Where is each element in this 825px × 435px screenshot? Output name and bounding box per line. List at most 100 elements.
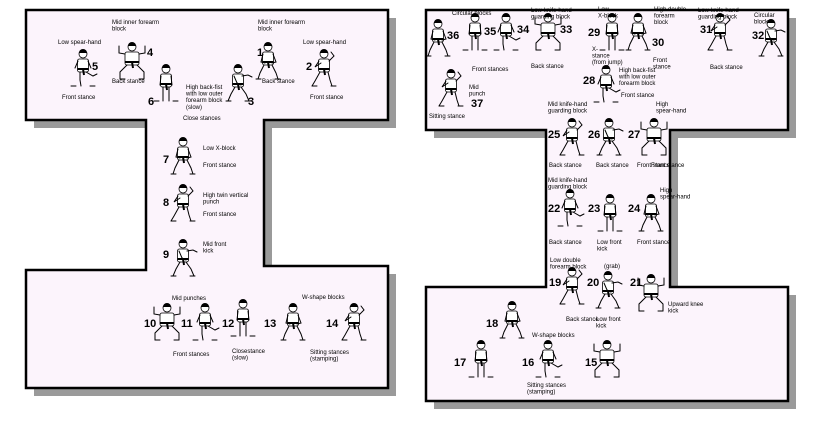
figure-belt-tail xyxy=(475,33,476,39)
move-number-36: 36 xyxy=(447,30,459,42)
left-panel: 1Mid inner forearmblock2Low spear-hand3H… xyxy=(26,10,396,396)
move-label-33-line: Low knife-hand xyxy=(531,8,572,14)
stance-label: Front stances xyxy=(472,67,508,73)
figure-belt-tail xyxy=(268,62,269,68)
move-number-34: 34 xyxy=(517,24,530,36)
right-panel: 1516W-shape blocks171819Low doubleforear… xyxy=(426,7,796,409)
move-label-24-line: High xyxy=(660,188,672,194)
stance-label-line: Back stance xyxy=(549,240,582,246)
figure-belt-tail xyxy=(570,209,571,215)
figure-belt-tail xyxy=(481,360,482,366)
stance-label: Front stance xyxy=(621,93,655,99)
stance-label-line: Front stance xyxy=(203,163,237,169)
stance-label: Front stance xyxy=(637,240,671,246)
figure-belt-tail xyxy=(638,33,639,39)
figure-belt-tail xyxy=(238,84,239,90)
move-number-23-line: 23 xyxy=(588,203,600,215)
move-label-8-line: punch xyxy=(203,200,219,206)
move-label-5-line: Low spear-hand xyxy=(58,40,101,46)
move-label-3-line: (slow) xyxy=(186,105,202,111)
move-number-33-line: 33 xyxy=(560,24,572,36)
stance-label-line: Front stances xyxy=(173,352,209,358)
stance-label-line: Back stance xyxy=(596,163,629,169)
stance-label-line: Low front xyxy=(596,317,621,323)
move-number-24-line: 24 xyxy=(628,203,641,215)
move-number-18: 18 xyxy=(486,318,498,330)
move-label-28: High back-fistwith low outerforearm bloc… xyxy=(618,68,656,87)
stance-label: Back stance xyxy=(710,65,743,71)
figure-belt-tail xyxy=(183,157,184,163)
move-number-13: 13 xyxy=(264,318,276,330)
move-number-27: 27 xyxy=(628,129,640,141)
move-number-12-line: 12 xyxy=(222,318,234,330)
stance-label: Front stance xyxy=(62,95,96,101)
figure-belt-tail xyxy=(720,33,721,39)
move-label-1-line: block xyxy=(258,27,273,33)
stance-label-line: Front stance xyxy=(62,95,96,101)
stance-label-line: kick xyxy=(596,324,607,330)
stance-label: Back stance xyxy=(262,79,295,85)
move-number-1-line: 1 xyxy=(257,47,263,59)
move-label-21-line: kick xyxy=(668,309,679,315)
move-label-22-line: Mid knife-hand xyxy=(548,178,587,184)
move-number-23: 23 xyxy=(588,203,600,215)
stance-label: Back stance xyxy=(549,240,582,246)
move-label-32-line: Circular xyxy=(754,13,775,19)
move-label-31: Low knife-handguarding block xyxy=(698,8,739,21)
figure-belt-tail xyxy=(167,323,168,329)
figure-belt-tail xyxy=(205,323,206,329)
move-number-22: 22 xyxy=(548,203,560,215)
move-label-7: Low X-block xyxy=(203,146,237,152)
move-label-16: W-shape blocks xyxy=(532,333,575,339)
move-label-2: Low spear-hand xyxy=(303,40,346,46)
figure-belt-tail xyxy=(183,259,184,265)
figure-belt-tail xyxy=(654,138,655,144)
move-number-17-line: 17 xyxy=(454,357,466,369)
move-number-3-line: 3 xyxy=(248,96,254,108)
move-number-21-line: 21 xyxy=(630,277,642,289)
stance-label-line: Close stances xyxy=(183,116,221,122)
move-number-28: 28 xyxy=(583,75,595,87)
move-label-29-line: X-block xyxy=(598,14,619,20)
figure-belt-tail xyxy=(612,33,613,39)
move-number-34-line: 34 xyxy=(517,24,530,36)
move-label-31-line: guarding block xyxy=(698,15,738,21)
stance-label-line: Back stance xyxy=(710,65,743,71)
move-number-1: 1 xyxy=(257,47,263,59)
move-label-29-line: Low xyxy=(598,7,610,13)
stance-label-line: Front stance xyxy=(651,163,685,169)
figure-belt-tail xyxy=(293,323,294,329)
move-number-6-line: 6 xyxy=(148,96,154,108)
stance-label-line: Front stances xyxy=(472,67,508,73)
move-number-9: 9 xyxy=(163,249,169,261)
move-label-7-line: Low X-block xyxy=(203,146,237,152)
move-number-3: 3 xyxy=(248,96,254,108)
move-number-32-line: 32 xyxy=(752,30,764,42)
move-number-7-line: 7 xyxy=(163,154,169,166)
figure-belt-tail xyxy=(512,321,513,327)
move-number-29-line: 29 xyxy=(588,27,600,39)
move-label-36: Circular blocks xyxy=(452,11,491,17)
stance-label-line: Front stance xyxy=(310,95,344,101)
figure-belt-tail xyxy=(166,84,167,90)
move-label-9-line: kick xyxy=(203,249,214,255)
move-label-28-line: High back-fist xyxy=(619,68,656,74)
move-label-4-line: block xyxy=(112,27,127,33)
stance-label-line: (from jump) xyxy=(592,60,623,66)
stance-label-line: Closestance xyxy=(232,349,266,355)
move-number-22-line: 22 xyxy=(548,203,560,215)
move-number-26-line: 26 xyxy=(588,129,600,141)
stance-label-line: Sitting stances xyxy=(527,383,566,389)
figure-belt-tail xyxy=(610,214,611,220)
stance-label: Back stance xyxy=(549,163,582,169)
move-number-4-line: 4 xyxy=(147,47,154,59)
figure-belt-tail xyxy=(572,138,573,144)
move-number-17: 17 xyxy=(454,357,466,369)
move-number-2: 2 xyxy=(306,61,312,73)
stance-label: Back stance xyxy=(531,64,564,70)
move-label-31-line: Low knife-hand xyxy=(698,8,739,14)
move-label-19-line: forearm block xyxy=(550,265,587,271)
move-number-24: 24 xyxy=(628,203,641,215)
move-label-36-line: Circular blocks xyxy=(452,11,491,17)
figure-belt-tail xyxy=(438,39,439,45)
